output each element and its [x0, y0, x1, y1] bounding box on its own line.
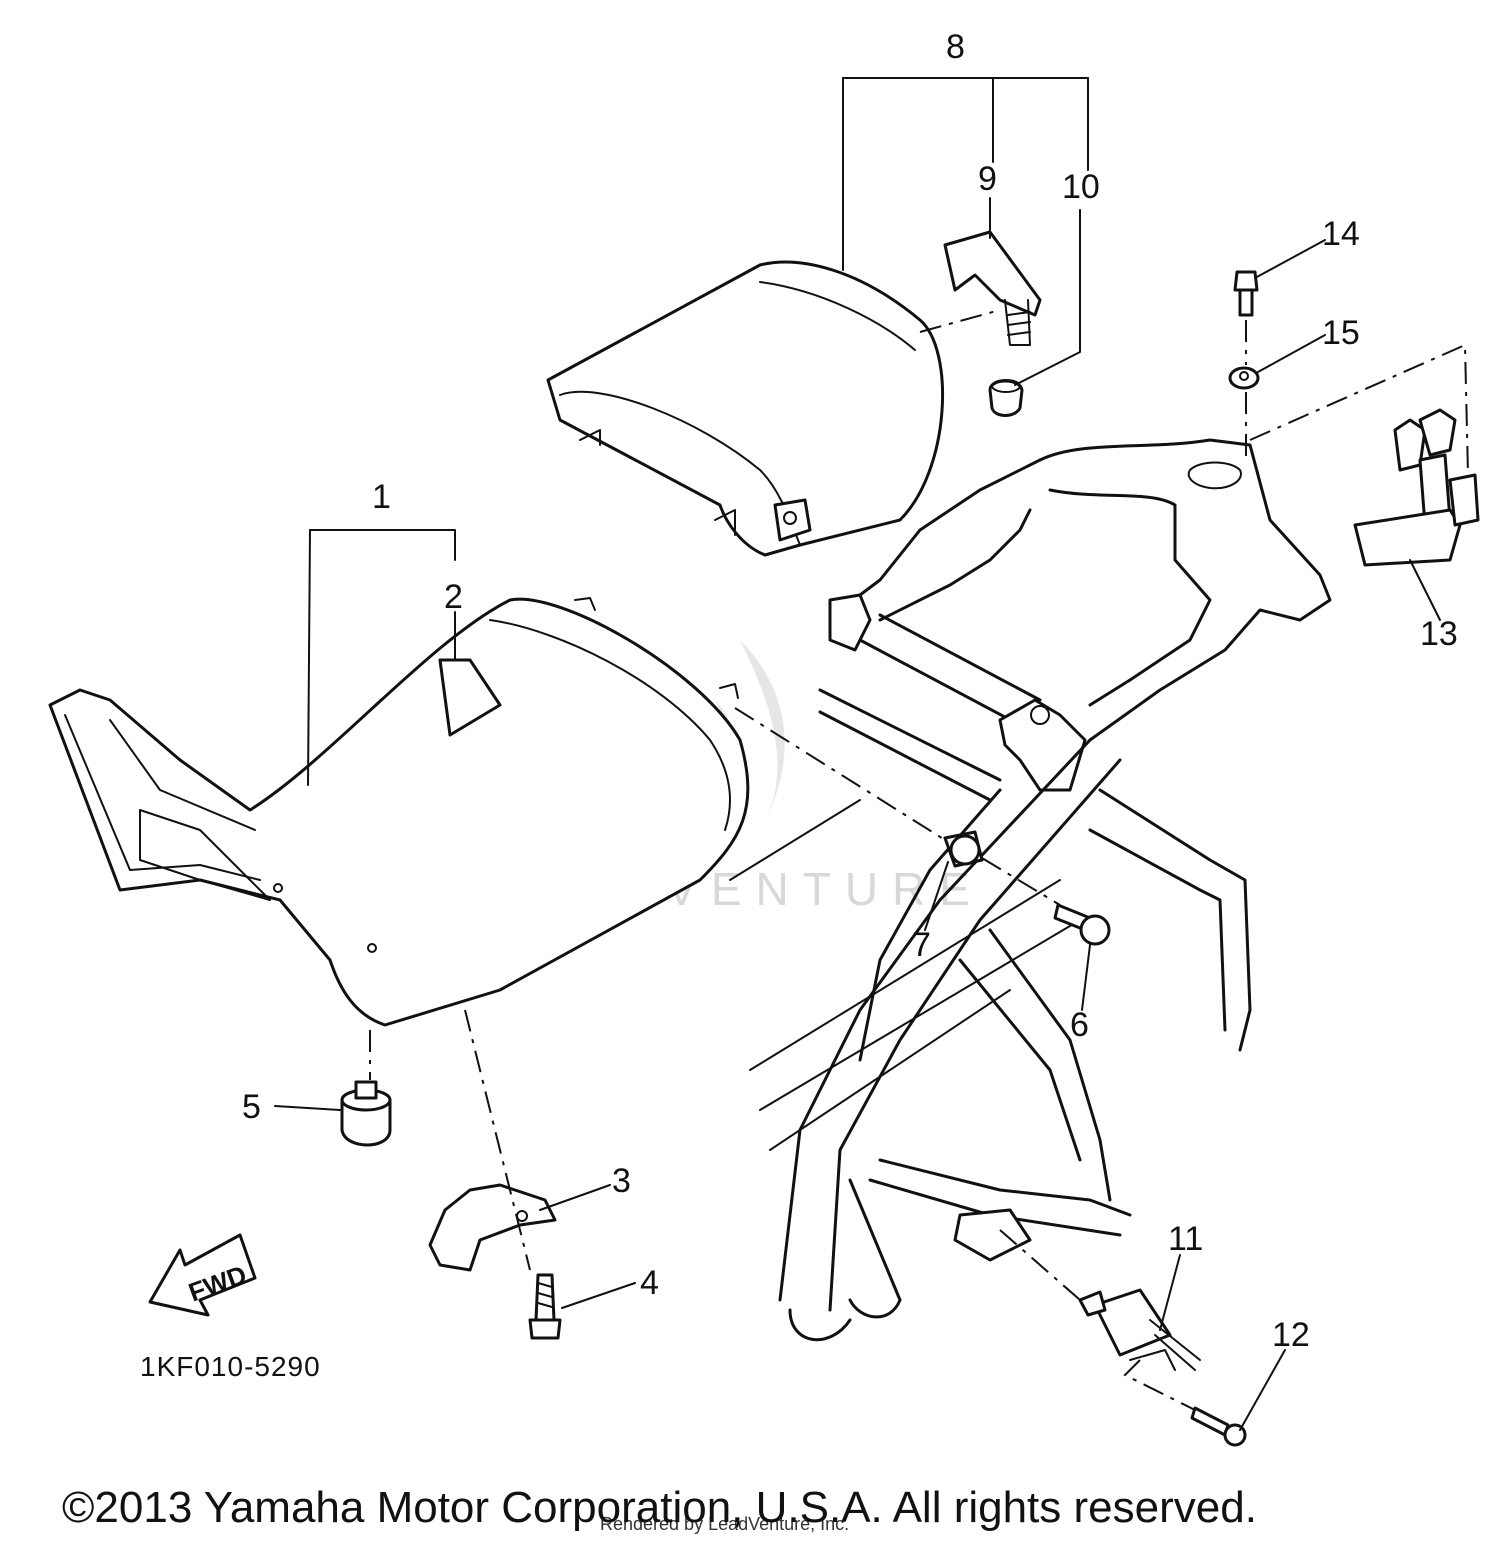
callout-8: 8	[946, 28, 965, 66]
seat-lock-assembly	[1353, 408, 1480, 567]
seat-bracket	[428, 1183, 557, 1272]
callout-15: 15	[1322, 314, 1360, 352]
fwd-arrow-icon: FWD	[148, 1233, 257, 1317]
callout-2: 2	[444, 578, 463, 616]
callout-4: 4	[640, 1264, 659, 1302]
bolt-6	[1053, 903, 1111, 946]
frame	[729, 438, 1332, 1342]
leader-lines	[274, 77, 1441, 1431]
callout-5: 5	[242, 1088, 261, 1126]
damper-10	[988, 379, 1024, 417]
bolt-4	[528, 1273, 562, 1340]
callout-9: 9	[978, 160, 997, 198]
nut-15	[1228, 366, 1260, 390]
seat-switch	[1078, 1288, 1201, 1371]
rear-seat	[546, 260, 945, 557]
callout-14: 14	[1322, 215, 1360, 253]
callout-labels: 1 2 3 4 5 6 7 8 9 10 11 12 13 14 15	[242, 28, 1458, 1354]
callout-6: 6	[1070, 1006, 1089, 1044]
callout-12: 12	[1272, 1316, 1310, 1354]
copyright-text: ©2013 Yamaha Motor Corporation, U.S.A. A…	[62, 1483, 1257, 1532]
callout-13: 13	[1420, 615, 1458, 653]
callout-10: 10	[1062, 168, 1100, 206]
seat-damper	[340, 1080, 392, 1147]
assembly-lines	[369, 309, 1469, 1411]
bolt-14	[1233, 270, 1259, 317]
front-seat	[48, 597, 750, 1027]
callout-1: 1	[372, 478, 391, 516]
diagram-code: 1KF010-5290	[140, 1351, 321, 1382]
rendered-by-text: Rendered by LeadVenture, Inc.	[600, 1514, 849, 1534]
screw-12	[1190, 1406, 1247, 1447]
collar-7	[943, 830, 984, 868]
callout-7: 7	[912, 926, 931, 964]
callout-3: 3	[612, 1162, 631, 1200]
seat-lock-bracket	[943, 230, 1042, 346]
callout-11: 11	[1168, 1220, 1203, 1258]
